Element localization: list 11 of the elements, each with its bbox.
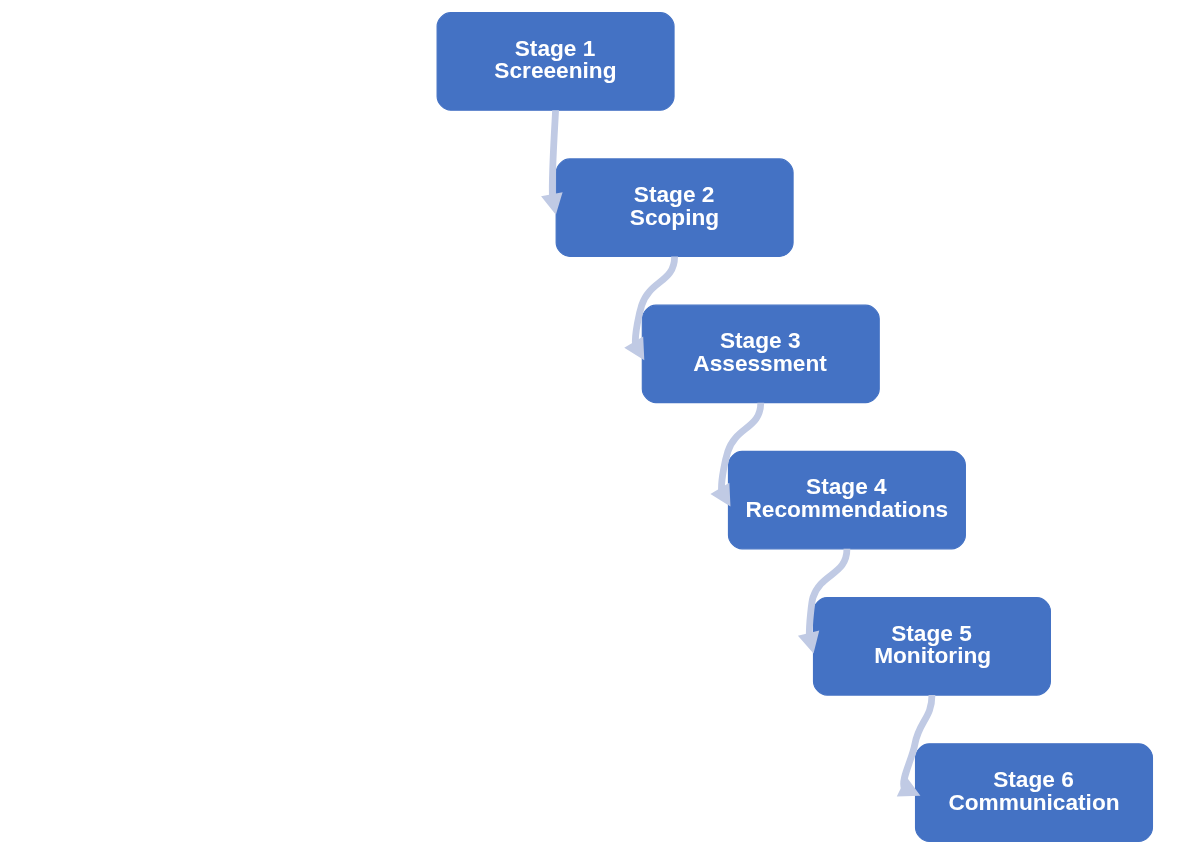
node-box: Stage 2 Scoping bbox=[555, 158, 794, 257]
node-box: Stage 6 Communication bbox=[914, 743, 1153, 842]
arrow bbox=[896, 694, 935, 797]
node-box: Stage 5 Monitoring bbox=[812, 597, 1051, 696]
node-box: Stage 1 Screeening bbox=[436, 12, 675, 111]
arrow bbox=[623, 256, 678, 361]
node-box: Stage 4 Recommendations bbox=[727, 450, 966, 550]
arrow bbox=[709, 402, 764, 507]
node-box: Stage 3 Assessment bbox=[641, 304, 880, 404]
arrow bbox=[540, 110, 563, 215]
arrow bbox=[797, 548, 850, 654]
